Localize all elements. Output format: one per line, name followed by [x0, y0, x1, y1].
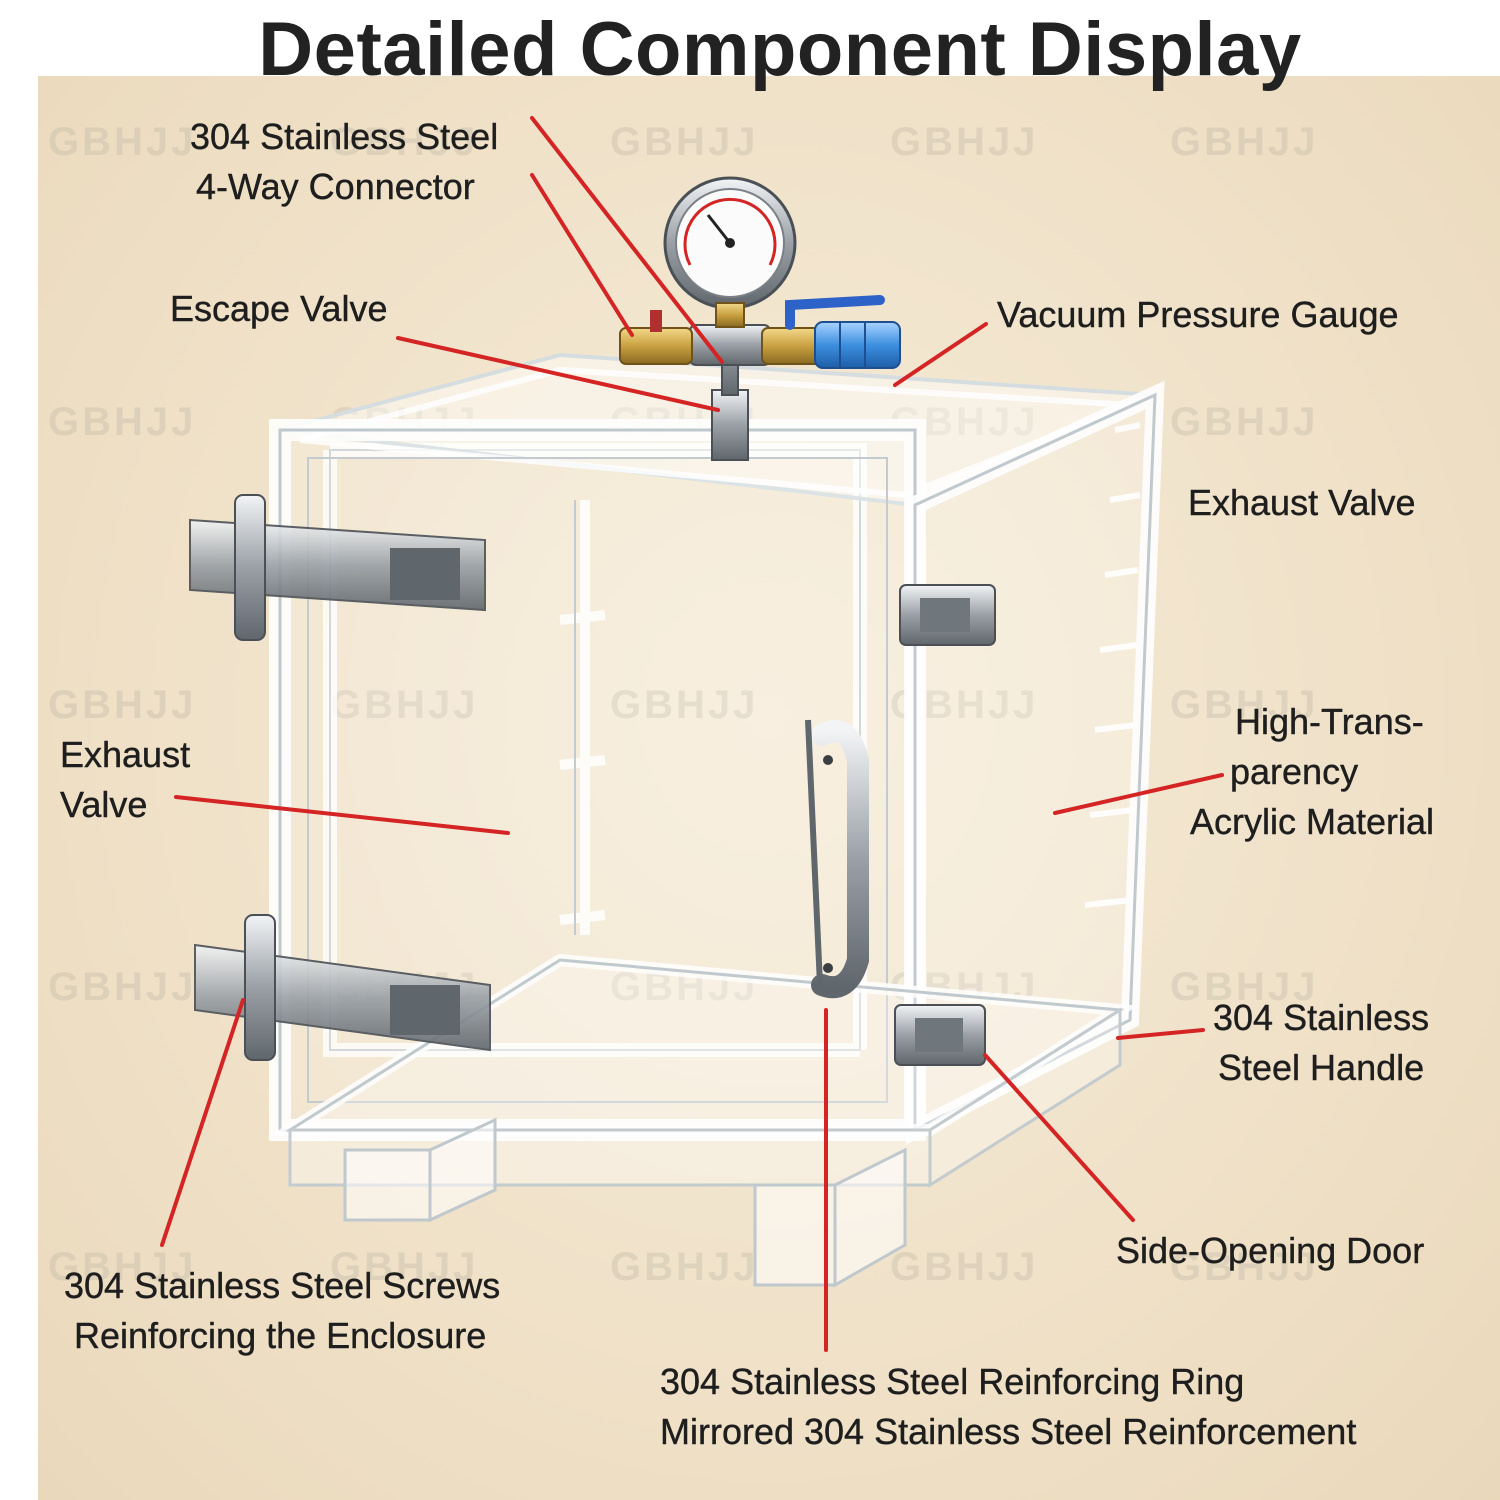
watermark-text: GBHJJ: [890, 1245, 1039, 1289]
watermark-text: GBHJJ: [48, 683, 197, 727]
exhaust-valve-left-label: Exhaust Valve: [60, 734, 191, 825]
watermark-text: GBHJJ: [330, 1245, 479, 1289]
vacuum-pressure-gauge: [663, 176, 797, 328]
connector-label: 304 Stainless Steel 4-Way Connector: [190, 116, 499, 207]
watermark-text: GBHJJ: [48, 400, 197, 444]
page-title: Detailed Component Display: [258, 7, 1302, 92]
steel-handle-label: 304 Stainless Steel Handle: [1213, 997, 1430, 1088]
watermark-text: GBHJJ: [610, 1245, 759, 1289]
watermark-text: GBHJJ: [330, 683, 478, 728]
acrylic-side-panel: [906, 380, 1165, 1145]
side-door-label: Side-Opening Door: [1116, 1230, 1425, 1271]
screws-label: 304 Stainless Steel Screws Reinforcing t…: [64, 1265, 501, 1356]
watermark-text: GBHJJ: [1170, 120, 1319, 164]
watermark-text: GBHJJ: [1170, 683, 1319, 727]
watermark-text: GBHJJ: [48, 1245, 197, 1289]
steel-handle: [805, 719, 869, 999]
latch-top-right: [899, 584, 996, 646]
exhaust-valve-right-label: Exhaust Valve: [1188, 482, 1416, 523]
latch-bottom-right: [894, 1004, 986, 1066]
vacuum-gauge-label: Vacuum Pressure Gauge: [997, 294, 1399, 335]
watermark-text: GBHJJ: [1170, 965, 1319, 1009]
watermark-text: GBHJJ: [330, 120, 479, 164]
escape-valve-label: Escape Valve: [170, 288, 388, 329]
hinge-bottom-left: [194, 914, 491, 1061]
reinforcing-ring-label: 304 Stainless Steel Reinforcing Ring Mir…: [660, 1361, 1357, 1452]
watermark-text: GBHJJ: [610, 683, 758, 728]
watermark-text: GBHJJ: [890, 120, 1039, 164]
hinge-top-left: [189, 494, 486, 641]
acrylic-material-label: High-Trans- parency Acrylic Material: [1190, 701, 1435, 842]
watermark-text: GBHJJ: [48, 120, 197, 164]
acrylic-feet: [343, 1117, 907, 1288]
watermark-text: GBHJJ: [1170, 400, 1319, 444]
watermark-text: GBHJJ: [1170, 1245, 1319, 1289]
acrylic-divider: [559, 500, 606, 935]
